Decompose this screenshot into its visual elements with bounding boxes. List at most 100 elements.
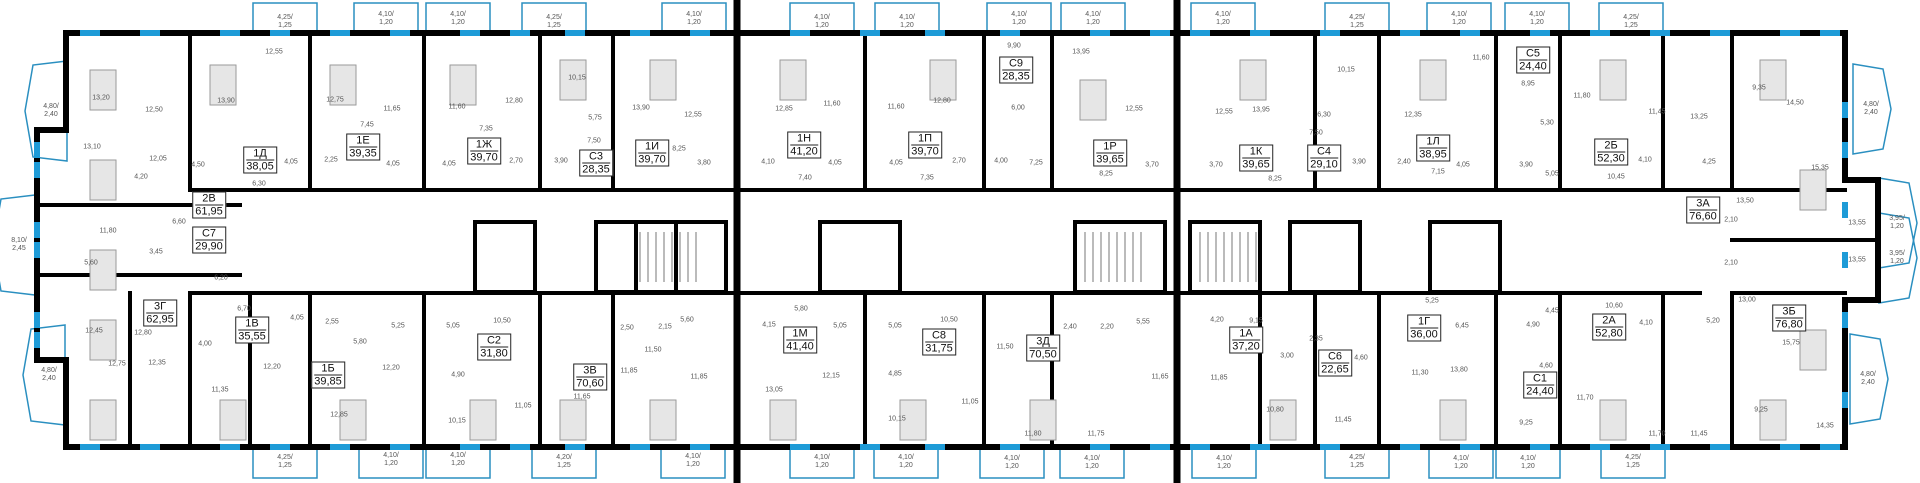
apartment-area: 22,65 (1321, 363, 1349, 376)
room-area-label: 6,70 (237, 305, 251, 313)
room-area-label: 3,45 (149, 248, 163, 256)
balcony-area: 4,10/ (1004, 455, 1020, 462)
room-area-label: 5,60 (84, 259, 98, 267)
furniture (1419, 59, 1447, 101)
balcony-width: 2,40 (44, 111, 58, 118)
balcony-outline (1600, 447, 1666, 479)
balcony-label: 4,25/1,25 (1625, 454, 1641, 470)
window (390, 30, 410, 36)
balcony-area: 4,10/ (383, 452, 399, 459)
room-area-label: 4,10 (761, 158, 775, 166)
apartment-code: 3Д (1029, 336, 1057, 349)
furniture (449, 64, 477, 106)
balcony-outline (979, 447, 1045, 479)
balcony-width: 1,25 (1624, 22, 1638, 29)
window (790, 30, 810, 36)
window (1590, 444, 1610, 450)
apartment-code: 1П (911, 133, 939, 146)
window (1000, 444, 1020, 450)
room-area-label: 10,15 (1337, 66, 1355, 74)
core-wall (1428, 220, 1502, 294)
furniture (1269, 399, 1297, 441)
room-area-label: 2,15 (658, 323, 672, 331)
balcony-label: 3,95/1,20 (1889, 215, 1905, 231)
balcony-outline (1324, 447, 1390, 479)
window (330, 444, 350, 450)
room-area-label: 11,30 (1411, 369, 1429, 377)
room-area-label: 3,00 (1280, 352, 1294, 360)
room-area-label: 12,55 (265, 48, 283, 56)
room-area-label: 12,35 (1404, 111, 1422, 119)
apartment-area: 35,55 (238, 330, 266, 343)
balcony-width: 1,20 (1217, 463, 1231, 470)
room-area-label: 11,05 (961, 398, 979, 406)
apartment-code: 1Ж (470, 139, 498, 152)
furniture (219, 399, 247, 441)
balcony-area: 4,80/ (1863, 101, 1879, 108)
room-area-label: 13,80 (1450, 366, 1468, 374)
room-area-label: 4,10 (1638, 156, 1652, 164)
room-area-label: 5,55 (1136, 318, 1150, 326)
apartment-code: 3А (1689, 198, 1717, 211)
furniture (1599, 399, 1627, 441)
window (1842, 102, 1848, 118)
balcony-label: 4,25/1,25 (1349, 454, 1365, 470)
room-area-label: 2,55 (325, 318, 339, 326)
balcony-outline (1495, 447, 1561, 479)
balcony-area: 4,25/ (1349, 14, 1365, 21)
window (460, 30, 480, 36)
apartment-area: 52,80 (1595, 327, 1623, 340)
window (1400, 444, 1420, 450)
room-area-label: 10,15 (568, 74, 586, 82)
room-area-label: 13,00 (1738, 296, 1756, 304)
room-area-label: 11,60 (448, 103, 466, 111)
balcony-area: 4,25/ (1623, 14, 1639, 21)
window (140, 444, 160, 450)
room-area-label: 5,05 (446, 322, 460, 330)
apartment-area: 39,65 (1242, 158, 1270, 171)
balcony-width: 1,25 (278, 462, 292, 469)
room-area-label: 2,10 (1724, 216, 1738, 224)
window (34, 242, 40, 258)
balcony-label: 4,10/1,20 (899, 14, 915, 30)
apartment-area: 31,80 (480, 347, 508, 360)
room-area-label: 5,20 (1706, 317, 1720, 325)
room-area-label: 11,60 (887, 103, 905, 111)
balcony-width: 1,20 (1005, 463, 1019, 470)
room-area-label: 2,10 (1724, 259, 1738, 267)
apartment-area: 61,95 (195, 205, 223, 218)
room-area-label: 11,85 (690, 373, 708, 381)
balcony-area: 4,10/ (1084, 455, 1100, 462)
